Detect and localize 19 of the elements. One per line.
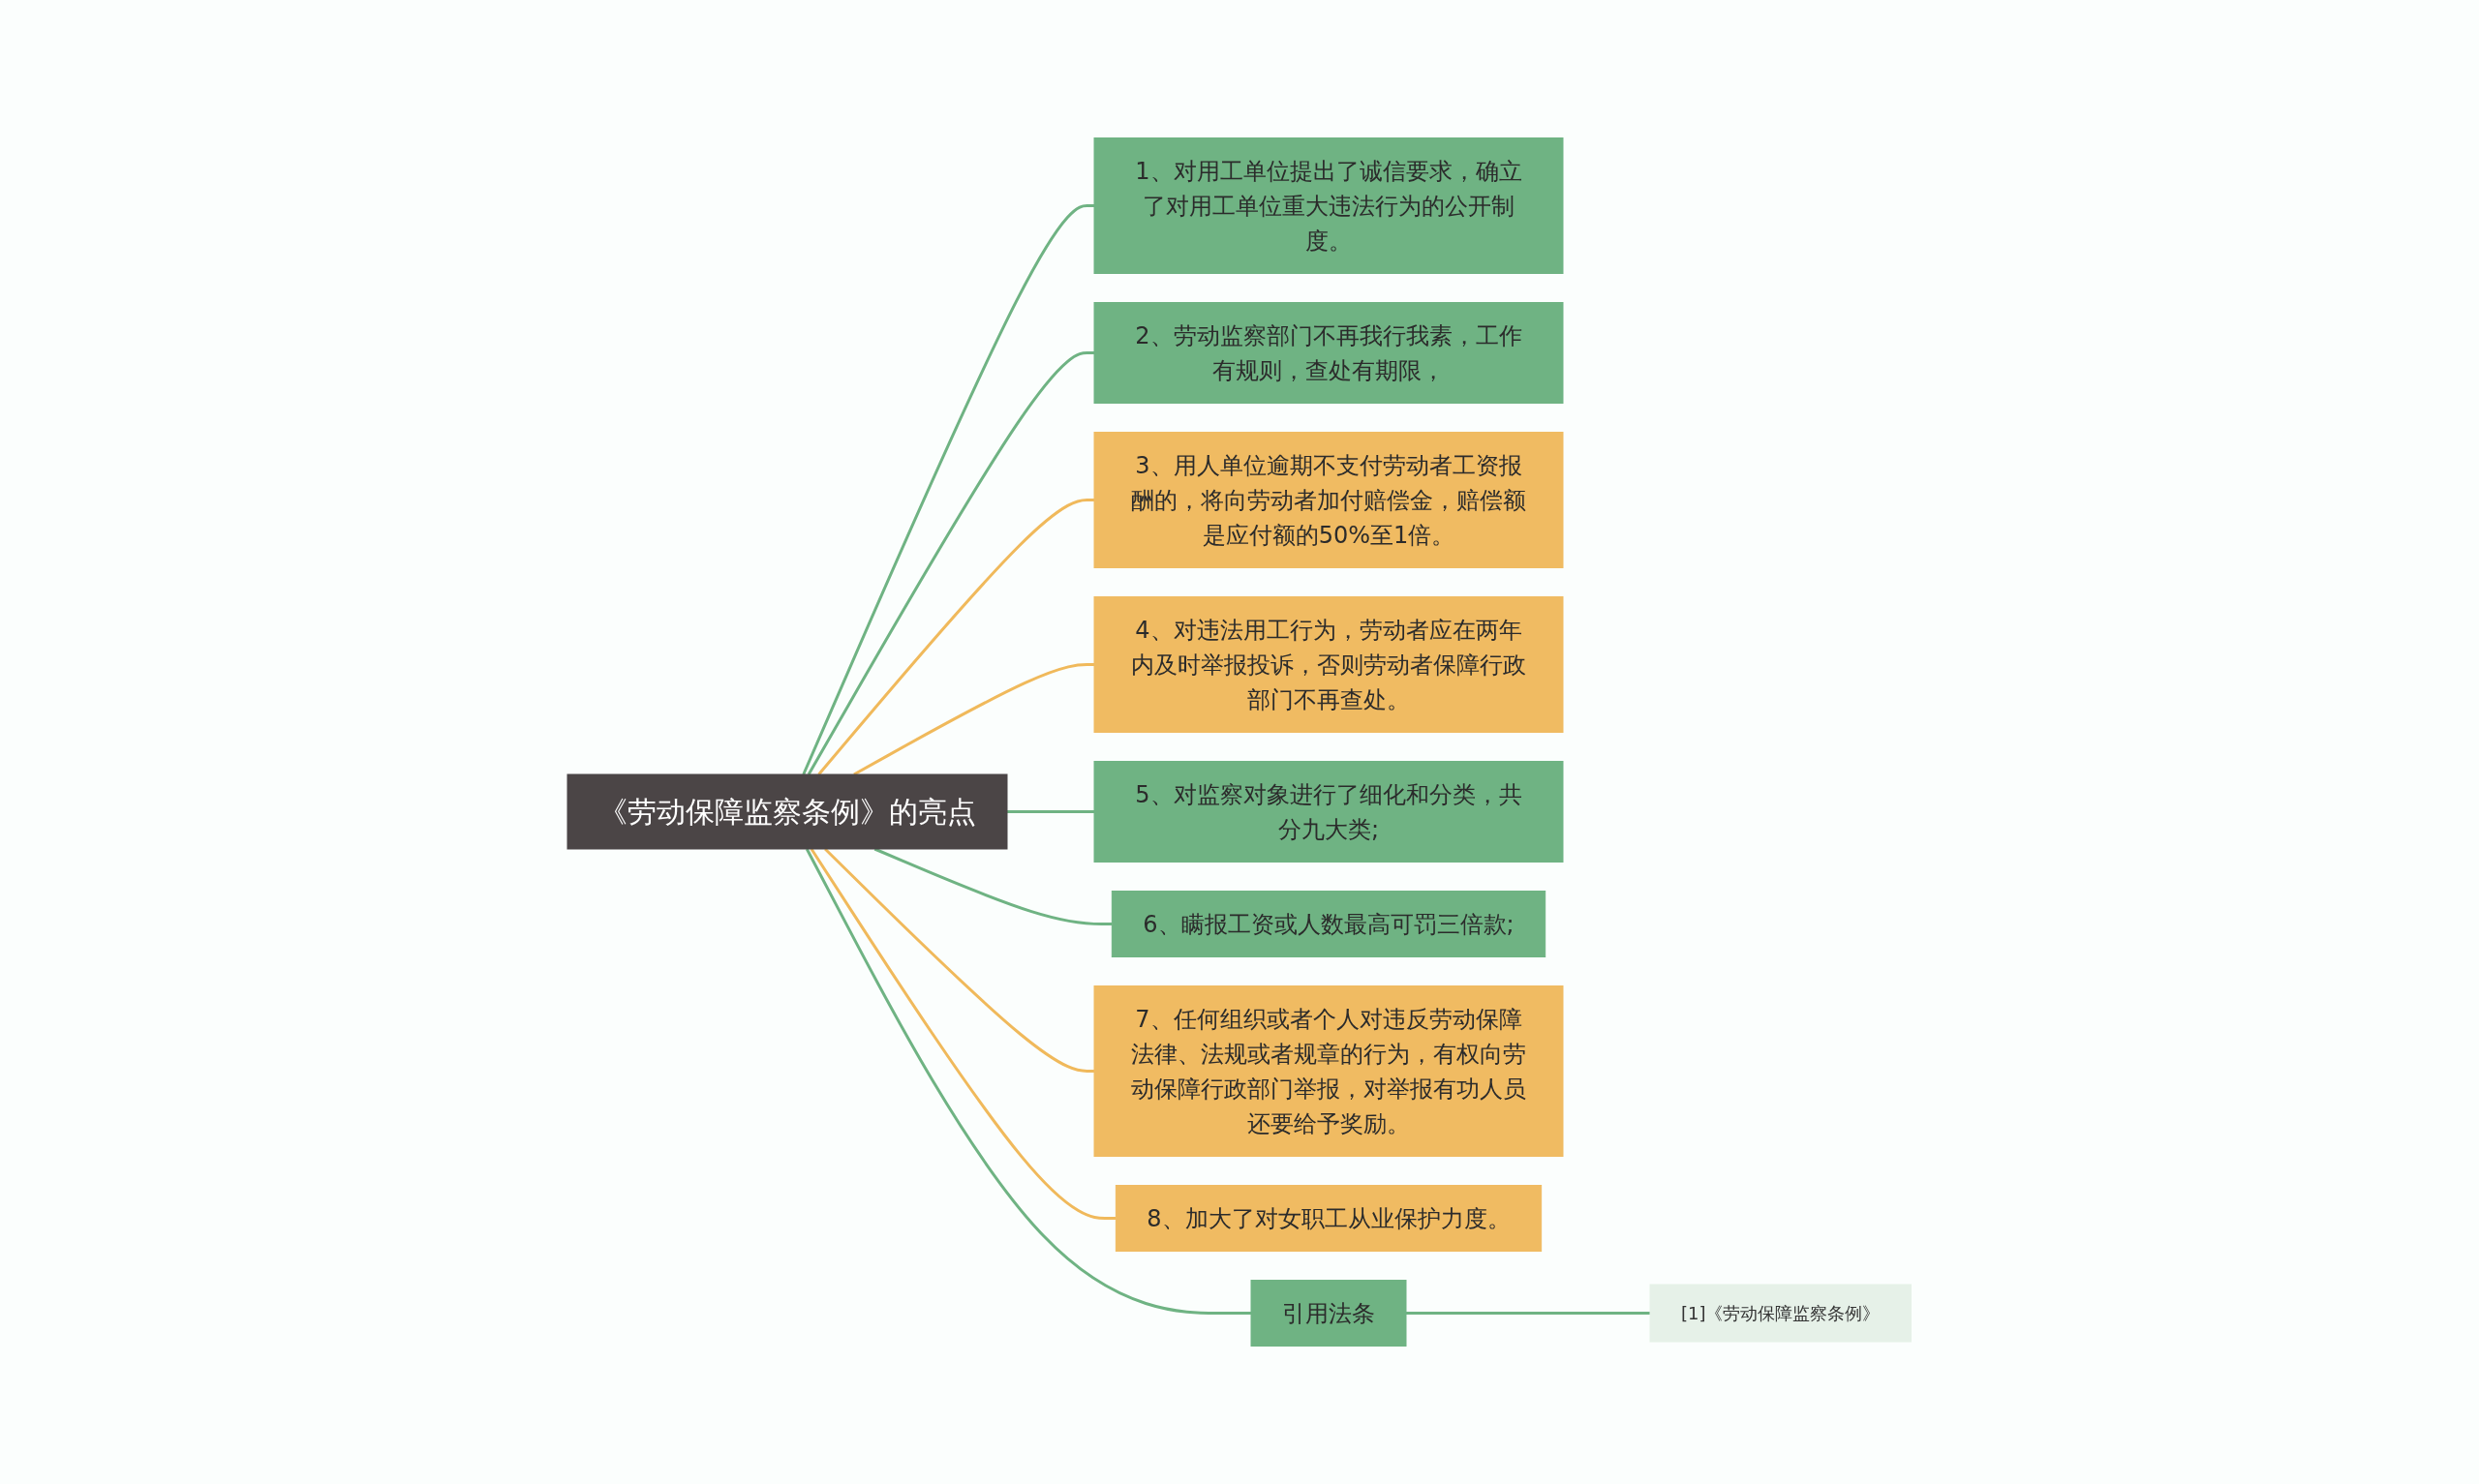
node-box: [1]《劳动保障监察条例》 [1649, 1284, 1913, 1343]
connector [817, 499, 1095, 775]
connector [806, 848, 1252, 1315]
node-box: 3、用人单位逾期不支付劳动者工资报酬的，将向劳动者加付赔偿金，赔偿额是应付额的50%至1倍。 [1093, 432, 1564, 568]
node-box: 《劳动保障监察条例》的亮点 [566, 773, 1008, 850]
node-box: 1、对用工单位提出了诚信要求，确立了对用工单位重大违法行为的公开制度。 [1093, 137, 1564, 274]
node-box: 2、劳动监察部门不再我行我素，工作有规则，查处有期限， [1093, 302, 1564, 404]
connector [810, 848, 1117, 1220]
connector [853, 663, 1095, 776]
connector [808, 351, 1095, 775]
node-box: 引用法条 [1250, 1280, 1407, 1347]
node-box: 4、对违法用工行为，劳动者应在两年内及时举报投诉，否则劳动者保障行政部门不再查处。 [1093, 596, 1564, 733]
node-box: 5、对监察对象进行了细化和分类，共分九大类; [1093, 761, 1564, 863]
node-box: 7、任何组织或者个人对违反劳动保障法律、法规或者规章的行为，有权向劳动保障行政部门举报，对举报有功人员还要给予奖励。 [1093, 985, 1564, 1157]
connector [1406, 1312, 1651, 1315]
node-box: 6、瞒报工资或人数最高可罚三倍款; [1112, 891, 1546, 957]
node-box: 8、加大了对女职工从业保护力度。 [1116, 1185, 1543, 1252]
connector [802, 204, 1095, 775]
connector [1007, 810, 1095, 813]
